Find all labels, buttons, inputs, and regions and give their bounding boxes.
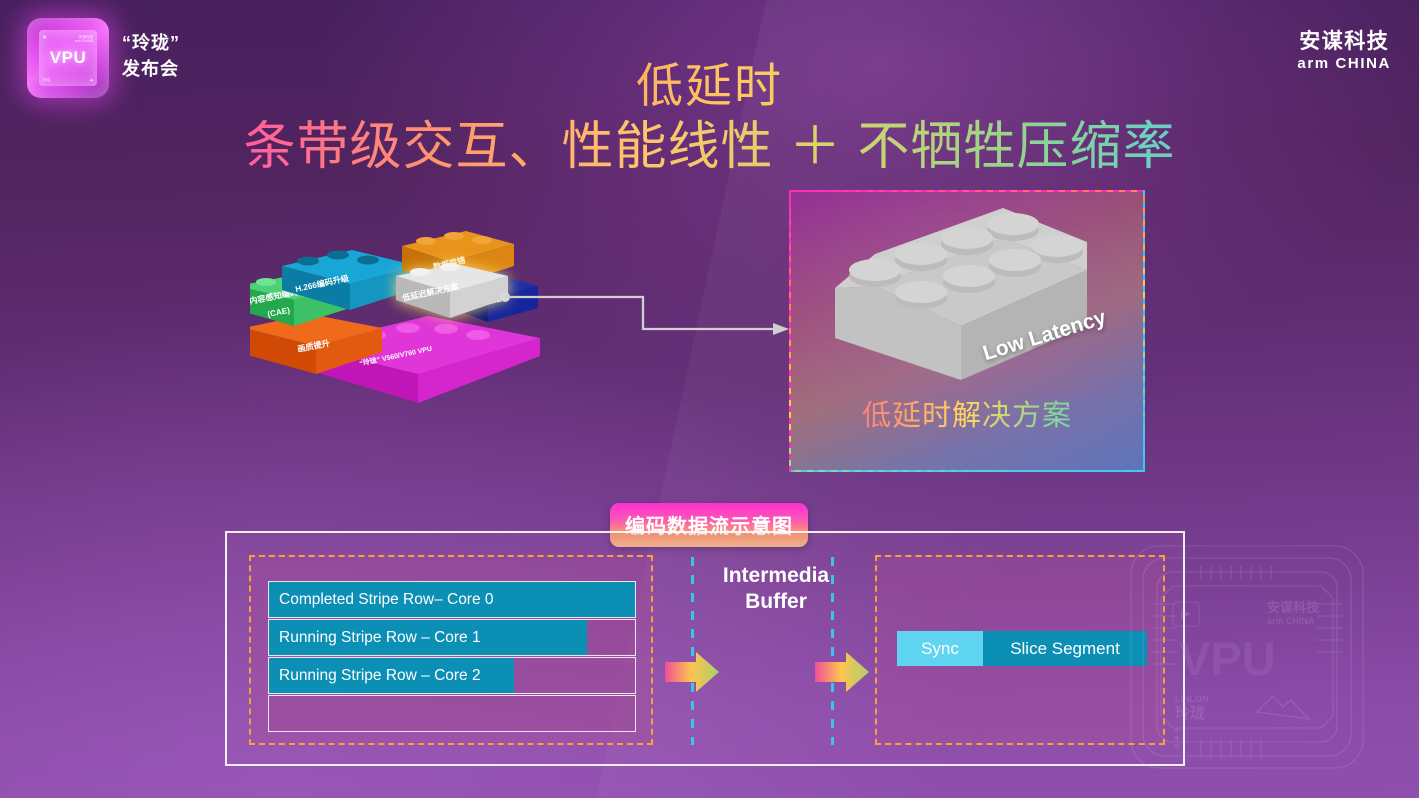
- page-subtitle: 条带级交互、性能线性 ＋ 不牺牲压缩率: [0, 104, 1419, 179]
- buffer-label-line2: Buffer: [745, 590, 807, 614]
- encode-dataflow-panel: Completed Stripe Row– Core 0 Running Str…: [225, 531, 1185, 766]
- row-label: Completed Stripe Row– Core 0: [279, 590, 494, 608]
- stripe-rows-dashed-box: Completed Stripe Row– Core 0 Running Str…: [249, 555, 653, 745]
- lego-stack-illustration: “玲珑” V560/V760 VPU 画质提升 内容感知编码 (CAE): [250, 228, 590, 403]
- buffer-boundary-left: [691, 557, 694, 745]
- chip-corner-cn: 玲珑: [43, 78, 50, 82]
- chip-brand-cn: 安谋科技: [78, 35, 93, 39]
- brand-logo: 安谋科技 arm CHINA: [1297, 30, 1391, 72]
- buffer-label-line1: Intermedia: [722, 564, 830, 587]
- brand-logo-en: arm CHINA: [1297, 55, 1391, 72]
- watermark-mountain-icon: [1255, 695, 1311, 720]
- svg-text:(CAE): (CAE): [267, 306, 291, 319]
- arrow-icon-in: [665, 651, 721, 698]
- table-row: Running Stripe Row – Core 1: [268, 619, 636, 656]
- chip-brand-en: arm CHINA: [74, 39, 93, 44]
- brand-logo-cn: 安谋科技: [1299, 30, 1390, 53]
- event-title-line2: 发布会: [122, 56, 180, 82]
- stripe-rows-list: Completed Stripe Row– Core 0 Running Str…: [268, 581, 636, 733]
- chip-vpu-text: VPU: [50, 48, 86, 68]
- event-title-line1: “玲珑”: [122, 33, 180, 53]
- connector-line: [495, 285, 795, 345]
- slice-segment: Slice Segment: [983, 631, 1147, 666]
- buffer-boundary-right: [831, 557, 834, 745]
- row-label: Running Stripe Row – Core 1: [279, 628, 481, 646]
- watermark-brand-en: arm CHINA: [1267, 616, 1315, 626]
- chip-corner-icon: ▣: [43, 35, 47, 39]
- watermark-brand-cn: 安谋科技: [1267, 600, 1320, 615]
- event-title: “玲珑” 发布会: [122, 30, 180, 82]
- watermark-title: VPU: [1179, 632, 1276, 685]
- page-title: 低延时: [0, 47, 1419, 116]
- table-row: Completed Stripe Row– Core 0: [268, 581, 636, 618]
- low-latency-brick: Low Latency: [817, 208, 1117, 403]
- row-fill: [269, 658, 515, 693]
- chip-mountain-icon: ⛰: [90, 78, 93, 82]
- table-row: [268, 695, 636, 732]
- lego-block-low-latency: 低延迟解决方案: [396, 263, 508, 318]
- arrow-icon-out: [815, 651, 871, 698]
- low-latency-showcase-box: Low Latency 低延时解决方案: [789, 190, 1145, 472]
- table-row: Running Stripe Row – Core 2: [268, 657, 636, 694]
- intermedia-buffer-label: Intermedia Buffer: [701, 563, 851, 616]
- slice-segment-bar: Sync Slice Segment: [897, 631, 1147, 666]
- slice-segment-dashed-box: Sync Slice Segment: [875, 555, 1165, 745]
- row-label: Running Stripe Row – Core 2: [279, 666, 481, 684]
- showcase-caption: 低延时解决方案: [789, 392, 1145, 434]
- sync-segment: Sync: [897, 631, 983, 666]
- row-fill: [269, 620, 588, 655]
- row-fill: [269, 582, 635, 617]
